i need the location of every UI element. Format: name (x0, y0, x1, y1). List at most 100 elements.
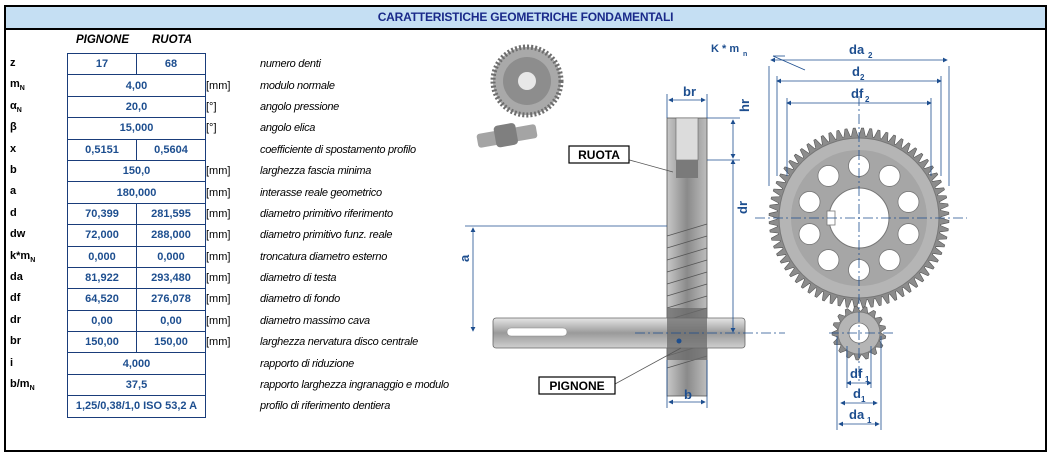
front-view-dimensions (755, 55, 967, 430)
ruota-value: 0,5604 (136, 138, 206, 161)
parameter-symbol: dw (10, 228, 26, 241)
gear-pair-3d-image (476, 44, 564, 148)
wheel-lightening-hole (878, 249, 901, 271)
dim-km-label: K * m (711, 43, 739, 55)
parameter-symbol (10, 396, 68, 417)
side-view (492, 117, 785, 397)
parameter-symbol: β (10, 121, 17, 134)
wheel-lightening-hole (798, 191, 821, 213)
ruota-value: 0,00 (136, 309, 206, 333)
parameter-description: angolo pressione (260, 100, 339, 113)
sheet-frame (4, 5, 1047, 452)
parameter-value: 1,25/0,38/1,0 ISO 53,2 A (67, 395, 206, 418)
parameter-value: 20,0 (67, 95, 206, 119)
dim-d2-label: d (852, 64, 860, 79)
parameter-unit: [mm] (206, 165, 231, 178)
parameter-symbol: z (10, 57, 16, 70)
pignone-value: 0,000 (67, 245, 137, 268)
parameter-description: rapporto larghezza ingranaggio e modulo (260, 379, 449, 392)
parameter-unit (206, 139, 261, 160)
parameter-row: 1,25/0,38/1,0 ISO 53,2 A profilo di rifer… (10, 395, 449, 418)
dim-df2-sub: 2 (865, 95, 870, 104)
parameter-symbol: x (10, 142, 17, 155)
pignone-value: 0,00 (67, 309, 137, 333)
parameter-value: 150,0 (67, 159, 206, 183)
parameter-unit: [mm] (206, 229, 231, 242)
dim-br-label: br (683, 84, 696, 99)
dim-df2-label: df (851, 86, 864, 101)
parameter-unit (206, 54, 261, 75)
parameter-symbol: da (10, 271, 23, 283)
ruota-value: 293,480 (136, 266, 206, 290)
dim-d1-sub: 1 (861, 395, 866, 404)
parameter-value: 180,000 (67, 181, 206, 204)
gear-drawing: br hr dr a b RUOTA PIGNONE K * m n da 2 … (457, 42, 967, 430)
parameter-row: i 4,000 rapporto di riduzione (10, 352, 449, 375)
parameter-unit: [mm] (206, 293, 231, 306)
parameter-unit: [mm] (206, 79, 231, 92)
parameter-unit (206, 396, 261, 417)
dim-km-sub: n (743, 51, 747, 58)
dim-df1-label: df (850, 366, 863, 381)
parameter-symbol: b (10, 164, 17, 177)
parameter-symbol: br (10, 335, 21, 348)
dim-da1-sub: 1 (867, 416, 872, 425)
pignone-value: 70,399 (67, 202, 137, 226)
parameter-description: rapporto di riduzione (260, 357, 354, 370)
dim-da1-label: da (849, 407, 865, 422)
ruota-value: 0,000 (136, 245, 206, 268)
pignone-value: 81,922 (67, 266, 137, 290)
parameter-unit (206, 374, 261, 395)
dim-da2-label: da (849, 42, 865, 57)
parameter-symbol: i (10, 356, 14, 369)
ruota-value: 68 (136, 52, 206, 76)
wheel-lightening-hole (897, 223, 920, 245)
column-header-ruota: RUOTA (152, 34, 193, 46)
pignone-value: 17 (67, 52, 137, 76)
wheel-lightening-hole (817, 249, 840, 271)
parameter-unit: [mm] (206, 186, 231, 199)
pignone-value: 72,000 (67, 224, 137, 247)
parameter-row: b 150,0[mm] larghezza fascia minima (10, 159, 449, 183)
dim-dr-label: dr (735, 201, 750, 214)
dim-a-label: a (457, 254, 472, 262)
wheel-lightening-hole (897, 191, 920, 213)
ruota-value: 150,00 (136, 331, 206, 354)
parameter-description: diametro massimo cava (260, 314, 370, 327)
parameter-unit (206, 353, 261, 374)
dim-d1-label: d (853, 386, 861, 401)
ruota-value: 288,000 (136, 224, 206, 247)
dim-da2-sub: 2 (868, 51, 873, 60)
parameter-description: larghezza fascia minima (260, 165, 372, 178)
parameter-value: 4,000 (67, 352, 206, 375)
parameter-description: profilo di riferimento dentiera (260, 400, 391, 413)
dim-hr-label: hr (737, 99, 752, 112)
parameter-symbol: df (10, 292, 21, 305)
parameter-description: modulo normale (260, 79, 335, 92)
parameter-description: numero denti (260, 58, 321, 71)
parameter-description: larghezza nervatura disco centrale (260, 336, 418, 349)
parameter-value: 15,000 (67, 117, 206, 140)
dim-b-label: b (684, 387, 692, 402)
wheel-lightening-hole (817, 165, 840, 187)
ruota-label-box (568, 145, 630, 164)
parameter-symbol: d (10, 206, 17, 219)
ruota-value: 281,595 (136, 202, 206, 226)
parameter-description: angolo elica (260, 122, 316, 135)
parameter-description: diametro primitivo riferimento (260, 207, 393, 220)
parameter-unit: [mm] (206, 250, 231, 263)
